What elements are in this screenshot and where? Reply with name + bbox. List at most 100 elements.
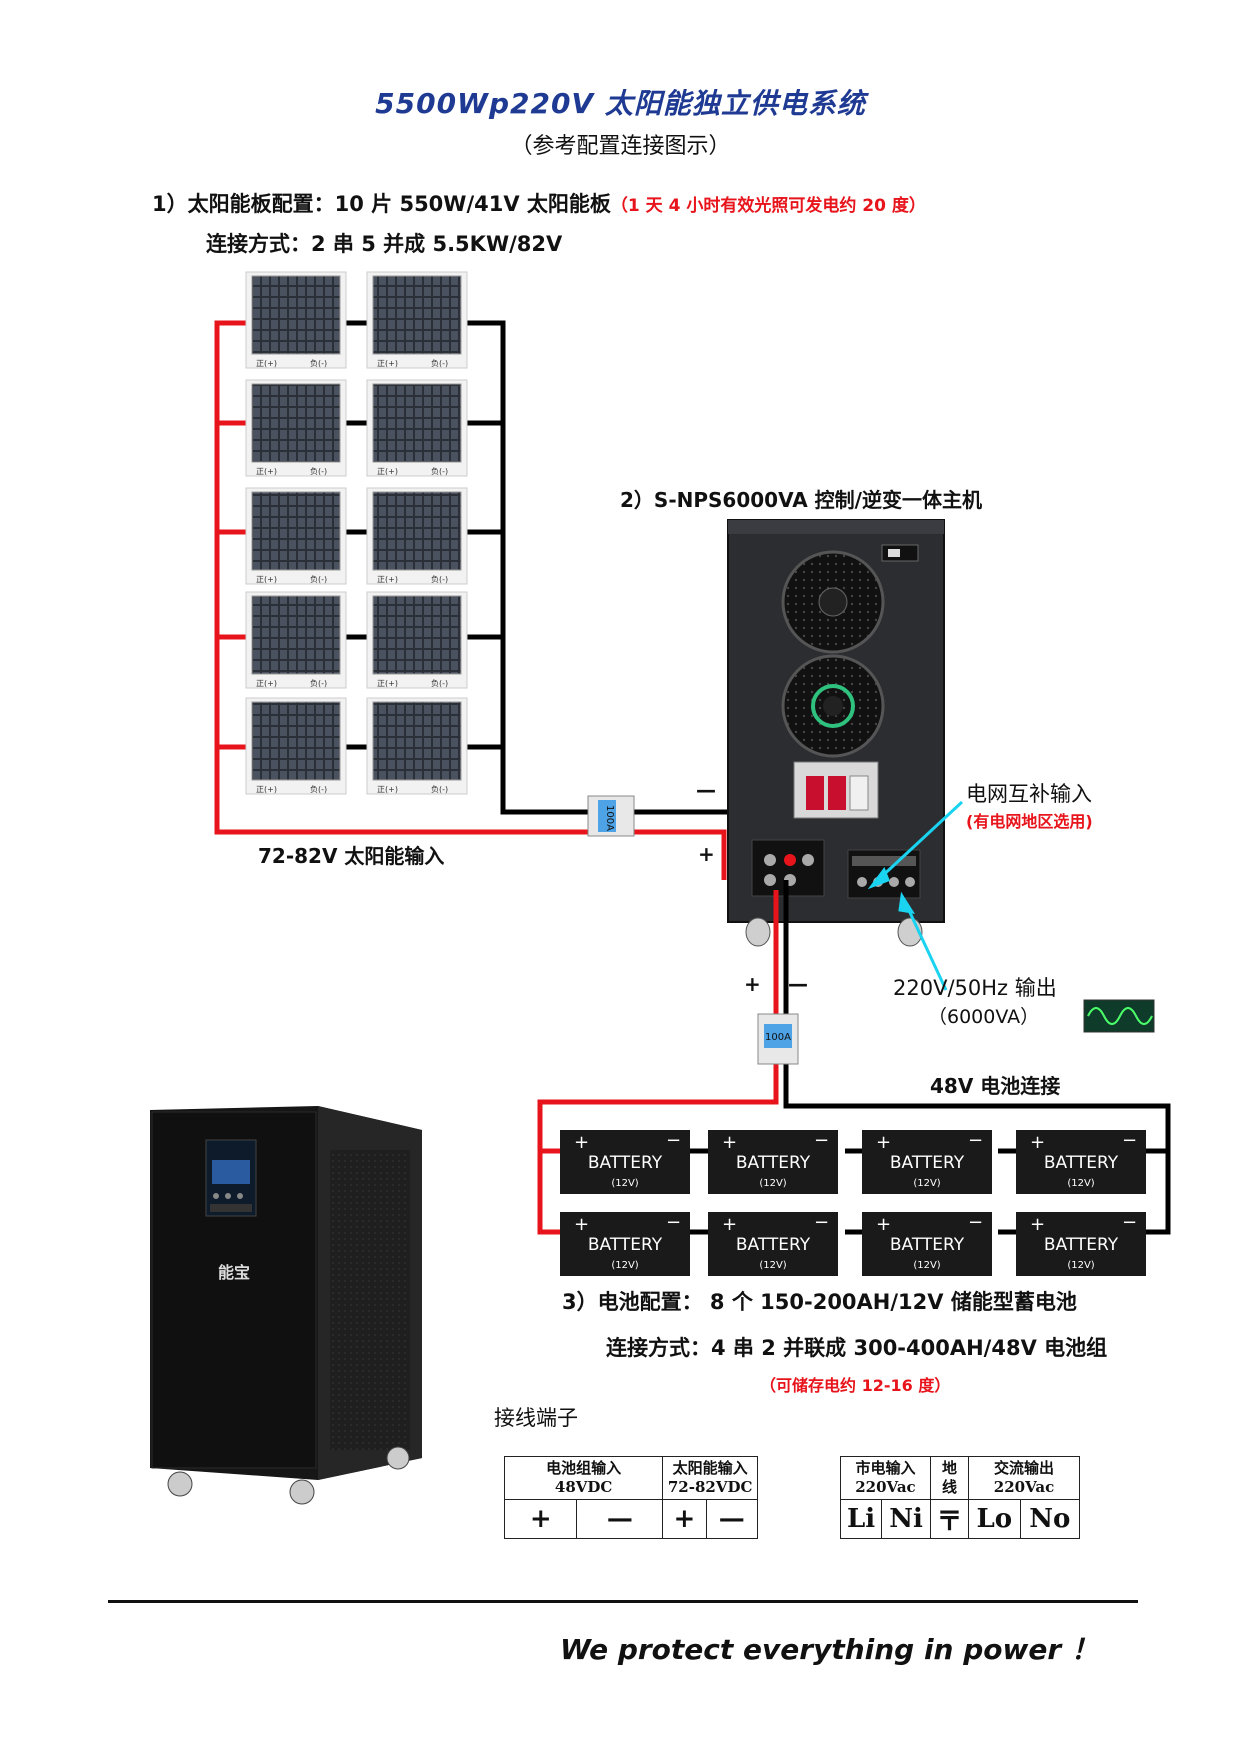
solar-panel: 正(+) 负(-) — [366, 487, 468, 585]
table-header: 地 线 — [929, 1456, 970, 1500]
battery-label: BATTERY — [1044, 1235, 1119, 1255]
battery-label: BATTERY — [890, 1235, 965, 1255]
page-title: 5500Wp220V 太阳能独立供电系统 — [375, 87, 866, 120]
panel-pos-label: 正(+) — [256, 679, 277, 688]
sine-wave-icon — [1083, 999, 1155, 1033]
solar-connection: 连接方式：2 串 5 并成 5.5KW/82V — [206, 232, 563, 256]
panel-pos-label: 正(+) — [256, 785, 277, 794]
panel-pos-label: 正(+) — [377, 359, 398, 368]
solar-panel: 正(+) 负(-) — [366, 379, 468, 477]
battery-label: BATTERY — [1044, 1153, 1119, 1173]
solar-panel: 正(+)负(-) — [366, 591, 468, 689]
battery-minus-sign: − — [968, 1130, 983, 1151]
battery-breaker: 100A — [757, 1013, 799, 1065]
battery-plus-sign: + — [574, 1214, 589, 1235]
solar-input-label: 72-82V 太阳能输入 — [258, 844, 445, 868]
battery: + −BATTERY (12V) — [1016, 1212, 1146, 1276]
product-cabinet: 能宝 — [150, 1106, 422, 1505]
panel-neg-label: 负(-) — [310, 784, 327, 794]
battery-plus-sign: + — [876, 1214, 891, 1235]
battery-voltage: (12V) — [1067, 1260, 1094, 1271]
inverter-title: 2）S-NPS6000VA 控制/逆变一体主机 — [620, 488, 982, 512]
panel-neg-label: 负(-) — [310, 358, 327, 368]
output-label: 220V/50Hz 输出 — [893, 976, 1057, 1000]
solar-panel: 正(+) 负(-) — [245, 271, 347, 369]
solar-heading: 1）太阳能板配置：10 片 550W/41V 太阳能板（1 天 4 小时有效光照… — [152, 188, 926, 218]
panel-neg-label: 负(-) — [310, 466, 327, 476]
page-subtitle: （参考配置连接图示） — [510, 134, 731, 159]
panel-pos-label: 正(+) — [256, 467, 277, 476]
battery: + −BATTERY (12V) — [1016, 1130, 1146, 1194]
panel-pos-label: 正(+) — [256, 575, 277, 584]
terminal-symbol: Lo — [968, 1499, 1021, 1539]
output-va-label: （6000VA） — [928, 1006, 1040, 1028]
terminal-table-ac: 市电输入 220Vac 地 线 交流输出 220Vac Li Ni 〒 Lo N… — [839, 1456, 1081, 1539]
grid-input-arrow — [867, 800, 964, 890]
battery: +−BATTERY(12V) — [862, 1212, 992, 1276]
battery-minus-sign: − — [1122, 1212, 1137, 1233]
battery-breaker-label: 100A — [765, 1032, 791, 1043]
battery-label: BATTERY — [588, 1235, 663, 1255]
panel-neg-label: 负(-) — [310, 574, 327, 584]
inverter-minus-label: — — [696, 778, 716, 802]
grid-input-label: 电网互补输入 — [966, 782, 1092, 806]
footer-slogan: We protect everything in power ！ — [560, 1633, 1099, 1666]
panel-neg-label: 负(-) — [431, 784, 448, 794]
panel-neg-label: 负(-) — [310, 678, 327, 688]
battery-minus-sign: − — [666, 1212, 681, 1233]
battery-plus-sign: + — [1030, 1132, 1045, 1153]
battery-voltage: (12V) — [611, 1178, 638, 1189]
battery-minus-sign: − — [1122, 1130, 1137, 1151]
battery-bank: +−BATTERY(12V)+−BATTERY(12V)+−BATTERY(12… — [560, 1130, 1146, 1276]
battery: + −BATTERY (12V) — [862, 1130, 992, 1194]
battery-heading: 3）电池配置： 8 个 150-200AH/12V 储能型蓄电池 — [562, 1290, 1077, 1314]
battery: + −BATTERY (12V) — [560, 1212, 690, 1276]
terminal-symbol: — — [705, 1499, 759, 1539]
panel-pos-label: 正(+) — [377, 785, 398, 794]
battery-plus-sign: + — [722, 1214, 737, 1235]
solar-panel: 正(+) 负(-) — [366, 697, 468, 795]
battery-voltage: (12V) — [1067, 1178, 1094, 1189]
battery-voltage: (12V) — [913, 1178, 940, 1189]
panel-neg-label: 负(-) — [431, 466, 448, 476]
battery-connection-title: 48V 电池连接 — [930, 1074, 1061, 1098]
battery-plus-sign: + — [876, 1132, 891, 1153]
solar-breaker: 100A — [587, 795, 635, 837]
battery-plus-sign: + — [574, 1132, 589, 1153]
solar-panel: 正(+) 负(-) — [245, 379, 347, 477]
footer-divider — [108, 1600, 1138, 1603]
battery-voltage: (12V) — [759, 1260, 786, 1271]
terminal-symbol: — — [576, 1499, 664, 1539]
battery-bus-minus: — — [788, 972, 808, 996]
solar-panel: 正(+) 负(-) — [245, 487, 347, 585]
battery-label: BATTERY — [736, 1153, 811, 1173]
battery-voltage: (12V) — [759, 1178, 786, 1189]
solar-panel: 正(+) 负(-) — [245, 591, 347, 689]
battery-plus-sign: + — [722, 1132, 737, 1153]
battery-plus-sign: + — [1030, 1214, 1045, 1235]
panel-pos-label: 正(+) — [377, 467, 398, 476]
battery-minus-sign: − — [814, 1130, 829, 1151]
battery-label: BATTERY — [736, 1235, 811, 1255]
output-arrow — [898, 891, 948, 991]
panel-neg-label: 负(-) — [431, 574, 448, 584]
terminals-title: 接线端子 — [494, 1406, 578, 1430]
panel-neg-label: 负(-) — [431, 358, 448, 368]
battery-label: BATTERY — [890, 1153, 965, 1173]
panel-pos-label: 正(+) — [377, 575, 398, 584]
battery-voltage: (12V) — [611, 1260, 638, 1271]
terminal-symbol: + — [662, 1499, 707, 1539]
table-header: 电池组输入 48VDC — [503, 1456, 664, 1500]
panel-pos-label: 正(+) — [256, 359, 277, 368]
terminal-table-dc: 电池组输入 48VDC 太阳能输入 72-82VDC + — + — — [503, 1456, 759, 1539]
terminal-symbol: 〒 — [929, 1499, 970, 1539]
table-header: 市电输入 220Vac — [840, 1456, 931, 1500]
battery-note: （可储存电约 12-16 度） — [760, 1376, 951, 1395]
battery-voltage: (12V) — [913, 1260, 940, 1271]
panel-pos-label: 正(+) — [377, 679, 398, 688]
battery: +−BATTERY(12V) — [560, 1130, 690, 1194]
solar-note: （1 天 4 小时有效光照可发电约 20 度） — [610, 196, 926, 216]
battery-connection: 连接方式：4 串 2 并联成 300-400AH/48V 电池组 — [606, 1336, 1108, 1360]
terminal-symbol: + — [503, 1499, 578, 1539]
